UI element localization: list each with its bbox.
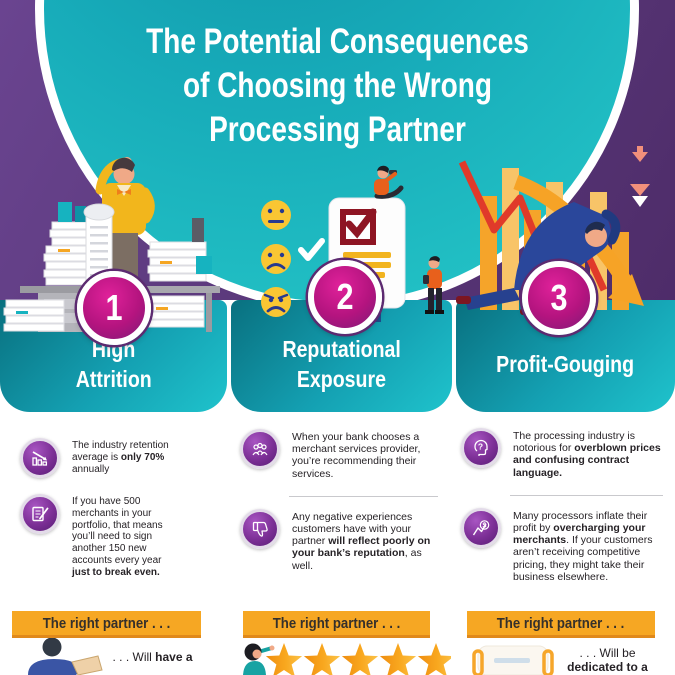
banner-label: The right partner . . .: [272, 614, 401, 632]
fact-item: If you have 500 merchants in your portfo…: [20, 494, 217, 579]
declining-chart-icon: [20, 438, 60, 478]
right-partner-banner-2: The right partner . . .: [243, 611, 430, 638]
column-body-profit-gouging: ? The processing industry is notorious f…: [456, 412, 675, 599]
thumbs-down-icon: [240, 508, 280, 549]
svg-text:?: ?: [478, 442, 483, 452]
column-body-reputational-exposure: When your bank chooses a merchant servic…: [231, 412, 452, 588]
fact-item: $ Many processors inflate their profit b…: [461, 507, 669, 583]
column-title-line: Exposure: [296, 366, 387, 392]
column-title-line: Profit-Gouging: [496, 351, 635, 377]
column-body-high-attrition: The industry retention average is only 7…: [0, 412, 227, 595]
number-label: 2: [336, 276, 354, 317]
column-title-line: Attrition: [75, 366, 152, 392]
fact-text: Any negative experiences customers have …: [292, 510, 431, 572]
column-title-line: Reputational: [282, 336, 401, 362]
footer-text-1: . . . Will have a: [112, 650, 193, 664]
fact-text: Many processors inflate their profit by …: [513, 509, 653, 583]
svg-text:$: $: [483, 522, 487, 529]
handshake-person-illustration: [28, 638, 103, 675]
overcharge-chart-icon: $: [461, 507, 501, 548]
number-badge-3: 3: [522, 261, 596, 335]
dedicated-document-illustration: [472, 645, 554, 675]
fact-item: Any negative experiences customers have …: [240, 508, 444, 572]
fact-item: When your bank chooses a merchant servic…: [240, 429, 444, 480]
fact-text: The processing industry is notorious for…: [513, 430, 661, 479]
right-partner-banner-3: The right partner . . .: [467, 611, 655, 638]
banner-label: The right partner . . .: [42, 614, 171, 632]
page-title-line2: of Choosing the Wrong: [183, 66, 492, 105]
contract-signing-icon: [20, 494, 60, 534]
section-divider: [510, 494, 663, 496]
fact-text: When your bank chooses a merchant servic…: [292, 431, 421, 480]
number-badge-2: 2: [308, 260, 382, 334]
page-title: The Potential Consequences of Choosing t…: [68, 20, 608, 152]
fact-text: If you have 500 merchants in your portfo…: [72, 496, 163, 578]
number-label: 1: [105, 287, 123, 328]
footer-text-3: . . . Will be dedicated to a: [567, 646, 648, 674]
fact-item: The industry retention average is only 7…: [20, 438, 217, 478]
number-label: 3: [550, 277, 568, 318]
number-badge-1: 1: [77, 271, 151, 345]
fact-item: ? The processing industry is notorious f…: [461, 428, 669, 479]
page-title-line1: The Potential Consequences: [146, 22, 529, 61]
banner-label: The right partner . . .: [497, 614, 625, 632]
five-star-rating-illustration: [243, 643, 451, 675]
customer-group-icon: [240, 429, 280, 469]
right-partner-banner-1: The right partner . . .: [12, 611, 201, 638]
fact-text: The industry retention average is only 7…: [72, 440, 169, 475]
section-divider: [289, 495, 438, 497]
page-title-line3: Processing Partner: [209, 110, 466, 149]
confused-head-icon: ?: [461, 428, 501, 468]
